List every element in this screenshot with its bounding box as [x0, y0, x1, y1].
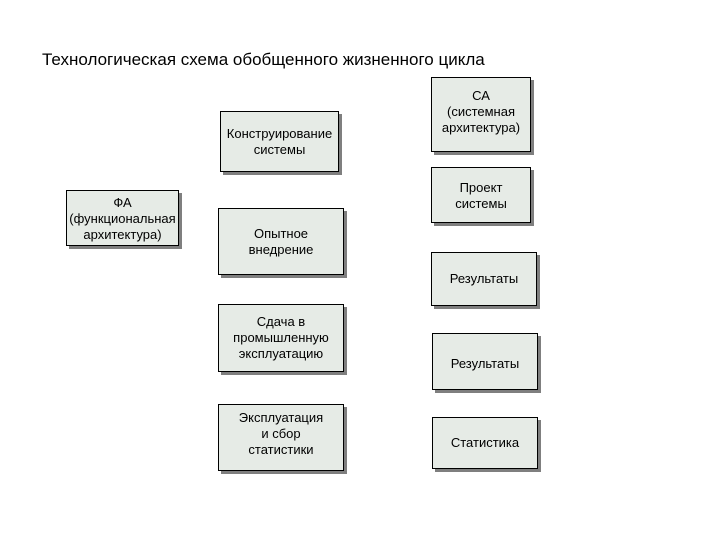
- box-opytnoe-vnedrenie: Опытное внедрение: [218, 208, 344, 275]
- box-sa-sistemnaya-arhitektura: СА (системная архитектура): [431, 77, 531, 152]
- box-statistika: Статистика: [432, 417, 538, 469]
- box-label: Конструирование системы: [226, 126, 333, 157]
- box-label: Результаты: [449, 271, 519, 286]
- box-label: СА (системная архитектура): [441, 88, 521, 135]
- box-ekspluataciya-i-sbor-statistiki: Эксплуатация и сбор статистики: [218, 404, 344, 471]
- box-sdacha-v-ekspluataciyu: Сдача в промышленную эксплуатацию: [218, 304, 344, 372]
- diagram-title: Технологическая схема обобщенного жизнен…: [42, 50, 485, 69]
- box-konstruirovanie-sistemy: Конструирование системы: [220, 111, 339, 172]
- box-label: Эксплуатация и сбор статистики: [238, 410, 324, 457]
- box-rezultaty-1: Результаты: [431, 252, 537, 306]
- box-label: Опытное внедрение: [248, 226, 314, 257]
- box-label: ФА (функциональная архитектура): [69, 195, 176, 242]
- box-label: Сдача в промышленную эксплуатацию: [233, 314, 329, 361]
- box-label: Результаты: [450, 356, 520, 371]
- box-rezultaty-2: Результаты: [432, 333, 538, 390]
- box-fa-funkcionalnaya-arhitektura: ФА (функциональная архитектура): [66, 190, 179, 246]
- box-label: Проект системы: [455, 180, 507, 211]
- box-label: Статистика: [450, 435, 520, 450]
- box-proekt-sistemy: Проект системы: [431, 167, 531, 223]
